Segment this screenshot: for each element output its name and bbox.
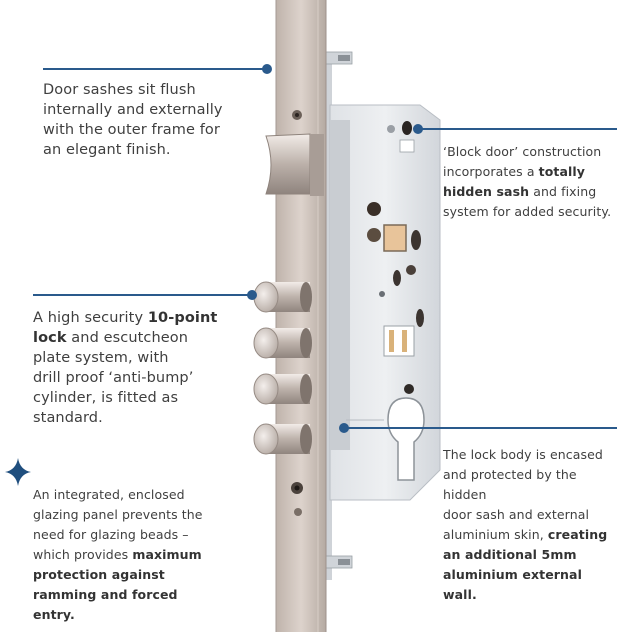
callout-lock-text-2: and escutcheon: [66, 330, 189, 346]
deadbolt-1: [253, 281, 312, 313]
callout-lock-bold-2: lock: [33, 330, 67, 346]
callout-lock-text-5: cylinder, is fitted as: [33, 390, 179, 406]
latch-bolt: [265, 133, 324, 196]
faceplate: [275, 0, 327, 632]
callout-flush-line-1: Door sashes sit flush: [43, 82, 196, 98]
deadbolts: [253, 281, 312, 455]
callout-body-bold-1: creating: [547, 527, 608, 542]
callout-lock-body: The lock body is encased and protected b…: [443, 445, 617, 605]
callout-flush-line-2: internally and externally: [43, 102, 223, 118]
leader-block-dot: [413, 124, 423, 134]
callout-glazing-bold-3: ramming and forced entry.: [33, 587, 178, 622]
callout-glazing-bold-2: protection against: [33, 567, 165, 582]
callout-glazing-text-1: An integrated, enclosed: [33, 487, 185, 502]
callout-block-text-3: and fixing: [529, 184, 597, 199]
deadbolt-4: [253, 423, 312, 455]
leader-body-dot: [339, 423, 349, 433]
callout-lock-bold-1: 10-point: [147, 310, 218, 326]
callout-glazing-text-3: need for glazing beads –: [33, 527, 189, 542]
callout-block-text-2: incorporates a: [443, 164, 539, 179]
callout-block-text-1: ‘Block door’ construction: [443, 144, 602, 159]
callout-body-bold-2: an additional 5mm: [443, 547, 577, 562]
callout-body-text-1: The lock body is encased: [443, 447, 603, 462]
lock-case: [322, 51, 441, 580]
callout-glazing-text-4: which provides: [33, 547, 133, 562]
callout-body-text-3: door sash and external: [443, 507, 590, 522]
four-point-star-icon: [5, 458, 31, 486]
callout-block-text-4: system for added security.: [443, 204, 612, 219]
callout-glazing-text-2: glazing panel prevents the: [33, 507, 203, 522]
callout-10-point-lock: A high security 10-point lock and escutc…: [33, 308, 233, 428]
callout-glazing-panel: An integrated, enclosed glazing panel pr…: [33, 485, 223, 625]
callout-flush-line-3: with the outer frame for: [43, 122, 220, 138]
callout-body-bold-3: aluminium external wall.: [443, 567, 582, 602]
callout-body-text-2: and protected by the hidden: [443, 467, 577, 502]
deadbolt-2: [253, 327, 312, 359]
callout-block-door: ‘Block door’ construction incorporates a…: [443, 142, 617, 222]
callout-flush-frame: Door sashes sit flush internally and ext…: [43, 80, 243, 160]
callout-lock-text-1: A high security: [33, 310, 148, 326]
deadbolt-3: [253, 373, 312, 405]
callout-block-bold-2: hidden sash: [443, 184, 530, 199]
leader-flush-dot: [262, 64, 272, 74]
callout-body-text-4: aluminium skin,: [443, 527, 548, 542]
callout-lock-text-4: drill proof ‘anti-bump’: [33, 370, 194, 386]
leader-lock-dot: [247, 290, 257, 300]
callout-block-bold-1: totally: [538, 164, 586, 179]
callout-glazing-bold-1: maximum: [132, 547, 202, 562]
callout-lock-text-6: standard.: [33, 410, 103, 426]
leader-lines: [33, 64, 617, 433]
callout-lock-text-3: plate system, with: [33, 350, 169, 366]
callout-flush-line-4: an elegant finish.: [43, 142, 171, 158]
